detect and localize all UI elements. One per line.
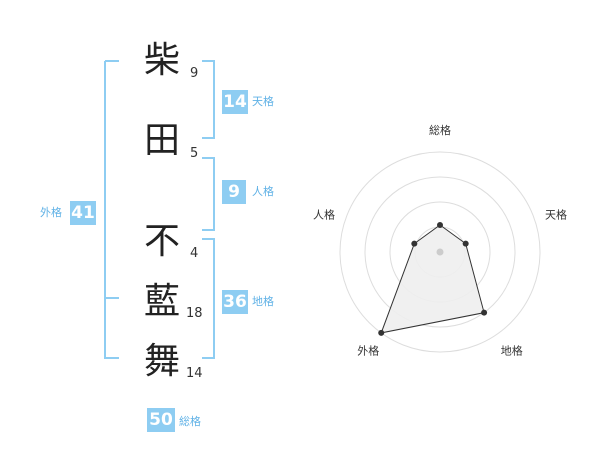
gaikaku-bracket [104,60,119,359]
radar-point-5 [411,240,418,247]
radar-center [436,248,444,256]
radar-point-2 [462,240,469,247]
name-char-1: 柴 [143,40,180,81]
radar-area [380,224,485,334]
radar-axis-label-2: 天格 [545,207,567,221]
radar-ring [339,151,541,353]
radar-axis-label-5: 人格 [313,207,335,221]
name-char-3: 不 [143,221,180,262]
stroke-count-1: 9 [190,66,199,81]
tenkaku-bracket [202,60,215,139]
radar-point-1 [437,222,443,228]
chikaku-value: 36 [222,290,248,314]
radar-axis-label-1: 総格 [429,123,451,137]
radar-axis-label-3: 地格 [501,344,523,358]
chikaku-label: 地格 [252,295,274,308]
name-char-2: 田 [143,120,180,161]
stroke-count-3: 4 [190,246,199,261]
radar-ring [364,176,516,328]
gaikaku-value: 41 [70,201,96,225]
name-char-5: 舞 [143,341,180,382]
soukaku-value: 50 [147,408,175,432]
chikaku-bracket [202,238,215,359]
soukaku-label: 総格 [179,415,201,428]
name-char-4: 藍 [143,281,180,322]
tenkaku-label: 天格 [252,95,274,108]
jinkaku-label: 人格 [252,185,274,198]
jinkaku-bracket [202,157,215,231]
radar-point-3 [481,309,488,316]
jinkaku-value: 9 [222,180,246,204]
radar-point-4 [378,329,385,336]
tenkaku-value: 14 [222,90,248,114]
stroke-count-5: 14 [186,366,203,381]
stroke-count-2: 5 [190,146,199,161]
radar-axis-label-4: 外格 [357,344,379,358]
stroke-count-4: 18 [186,306,203,321]
gaikaku-label: 外格 [40,206,62,219]
